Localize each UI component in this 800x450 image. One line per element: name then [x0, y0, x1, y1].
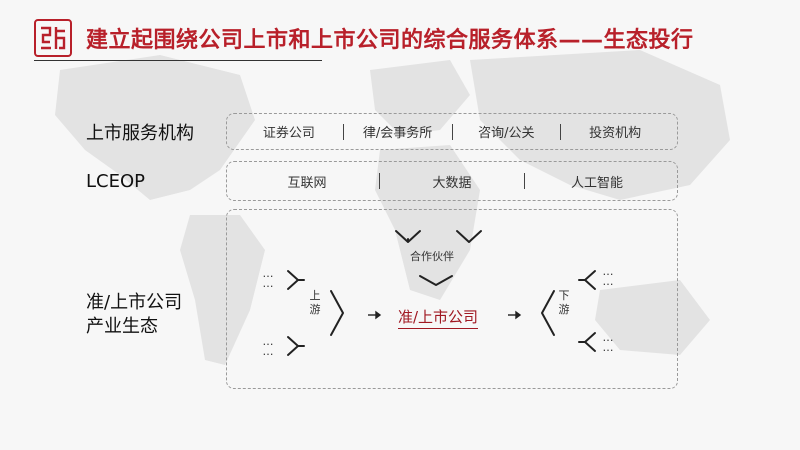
upstream-ellipsis: … … — [261, 335, 275, 358]
title-underline — [34, 60, 322, 61]
divider — [342, 123, 344, 140]
ecosystem-label-line1: 准/上市公司 — [86, 292, 183, 313]
service-item: 咨询/公关 — [478, 126, 535, 141]
ellipsis-text: … — [602, 275, 614, 288]
page-title: 建立起围绕公司上市和上市公司的综合服务体系——生态投行 — [86, 28, 694, 53]
ellipsis-text: … — [602, 341, 614, 354]
downstream-label: 下游 — [558, 289, 570, 316]
downstream-ellipsis: … … — [601, 265, 615, 288]
seal-logo-icon — [34, 19, 72, 57]
tech-item: 人工智能 — [570, 175, 623, 191]
partners-label: 合作伙伴 — [410, 250, 454, 263]
service-item: 律/会事务所 — [362, 126, 433, 141]
services-box: 证券公司 律/会事务所 咨询/公关 投资机构 — [226, 113, 678, 150]
ecosystem-diagram: 合作伙伴 准/上市公司 上游 下游 … … … … … … … … — [226, 209, 678, 389]
downstream-ellipsis: … … — [601, 331, 615, 354]
center-company-label: 准/上市公司 — [398, 306, 479, 329]
ecosystem-row-label: 准/上市公司 产业生态 — [86, 291, 182, 339]
ellipsis-text: … — [262, 277, 274, 290]
ecosystem-box — [226, 209, 678, 389]
tech-item: 大数据 — [432, 175, 472, 191]
service-item: 投资机构 — [589, 126, 642, 141]
ecosystem-connectors — [287, 230, 596, 356]
divider — [560, 123, 562, 140]
ellipsis-text: … — [262, 345, 274, 358]
services-row-label: 上市服务机构 — [86, 123, 194, 144]
divider — [524, 173, 525, 189]
ellipsis-text: … — [262, 267, 274, 280]
upstream-label: 上游 — [309, 289, 321, 316]
lceop-row-label: LCEOP — [86, 171, 145, 192]
ellipsis-text: … — [262, 335, 274, 348]
divider — [451, 123, 453, 140]
ellipsis-text: … — [602, 265, 614, 278]
upstream-ellipsis: … … — [261, 267, 275, 290]
service-item: 证券公司 — [262, 126, 315, 141]
ecosystem-label-line2: 产业生态 — [86, 316, 158, 337]
ellipsis-text: … — [602, 331, 614, 344]
lceop-box: 互联网 大数据 人工智能 — [226, 161, 678, 201]
divider — [379, 173, 380, 189]
tech-item: 互联网 — [287, 175, 327, 191]
